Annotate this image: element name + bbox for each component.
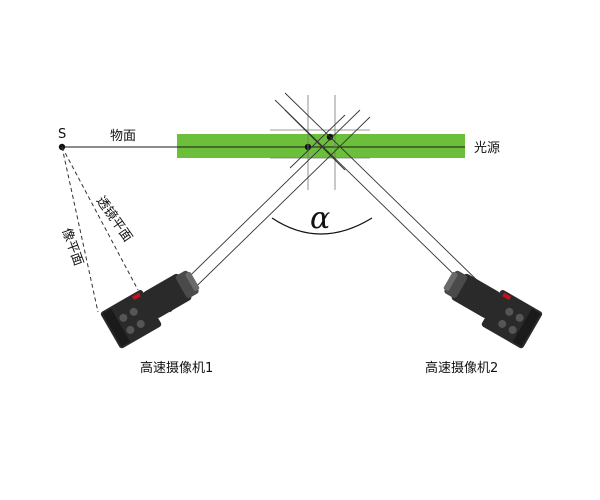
label-light-source: 光源 xyxy=(474,141,500,156)
camera2-lens xyxy=(451,273,500,318)
label-camera1: 高速摄像机1 xyxy=(140,360,213,376)
camera2-accent xyxy=(502,292,512,301)
label-angle: α xyxy=(310,201,330,236)
camera2-optical-axis xyxy=(274,92,486,296)
label-lens-plane: 透镜平面 xyxy=(93,194,135,245)
camera2 xyxy=(443,270,543,349)
label-object-plane: 物面 xyxy=(110,129,136,144)
intersection-grid xyxy=(270,95,370,190)
s-dashed-lines xyxy=(61,146,139,313)
angle-arc xyxy=(271,217,373,235)
camera1 xyxy=(100,270,200,349)
label-image-plane: 像平面 xyxy=(58,226,85,268)
label-point-s: S xyxy=(58,127,66,142)
camera1-accent xyxy=(131,292,141,301)
camera1-lens xyxy=(143,273,192,318)
label-camera2: 高速摄像机2 xyxy=(425,360,498,376)
